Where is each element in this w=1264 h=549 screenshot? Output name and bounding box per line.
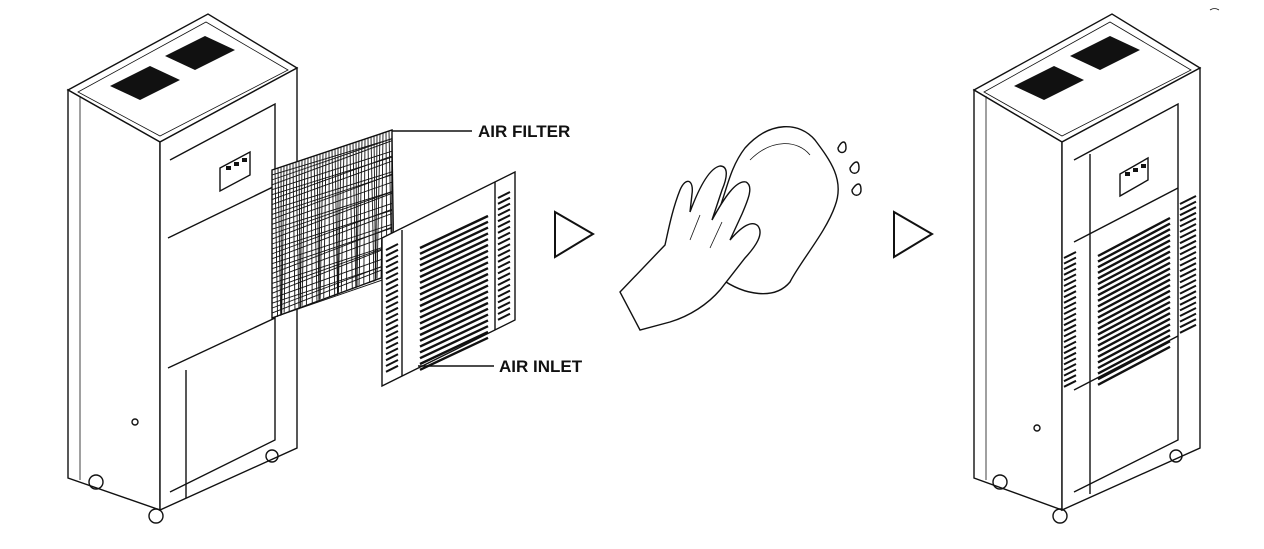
unit-left-side xyxy=(974,90,1062,510)
air-filter-label: AIR FILTER xyxy=(478,122,570,141)
unit-left-side xyxy=(68,90,160,510)
water-drop-icon xyxy=(838,142,861,195)
hand-wiping-icon xyxy=(620,127,838,330)
air-inlet-panel xyxy=(382,172,515,386)
play-arrow-icon xyxy=(894,212,932,257)
air-inlet-label: AIR INLET xyxy=(499,357,583,376)
dehumidifier-unit-open xyxy=(68,14,297,523)
dehumidifier-unit-closed xyxy=(974,14,1200,523)
play-arrow-icon xyxy=(555,212,593,257)
